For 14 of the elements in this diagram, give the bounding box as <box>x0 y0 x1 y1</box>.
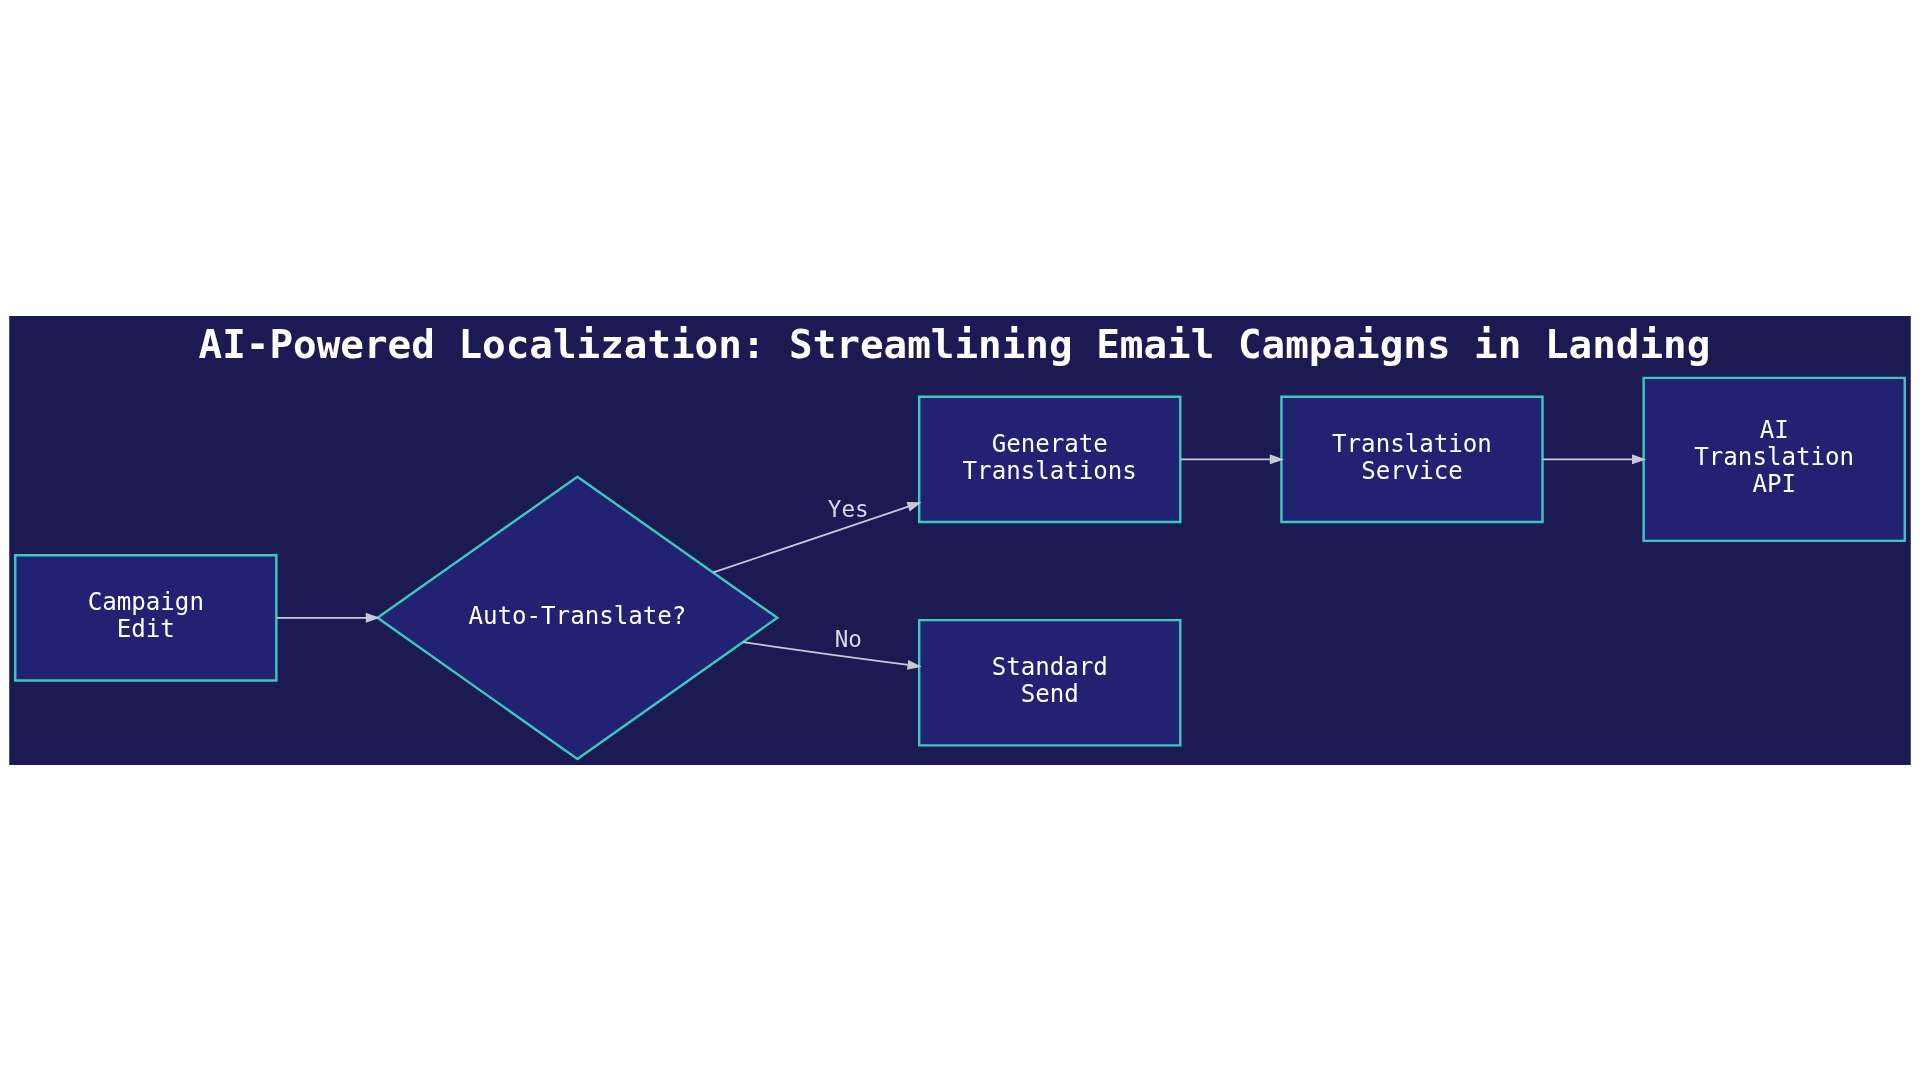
edge-label: Yes <box>827 495 869 522</box>
node-box: Standard Send <box>918 618 1182 747</box>
node-box: Campaign Edit <box>14 553 278 682</box>
edge-label: No <box>834 625 862 652</box>
arrow <box>275 612 381 623</box>
node-box: Translation Service <box>1280 395 1544 523</box>
node-diamond: Auto-Translate? <box>375 474 780 760</box>
arrow <box>742 640 922 670</box>
arrow <box>1179 453 1284 464</box>
node-box: AI Translation API <box>1642 376 1906 542</box>
arrow <box>1541 453 1647 464</box>
node-box: Generate Translations <box>918 395 1182 523</box>
diagram-title: AI-Powered Localization: Streamlining Email Campaigns in Landing <box>198 321 1711 367</box>
arrow <box>712 501 922 573</box>
